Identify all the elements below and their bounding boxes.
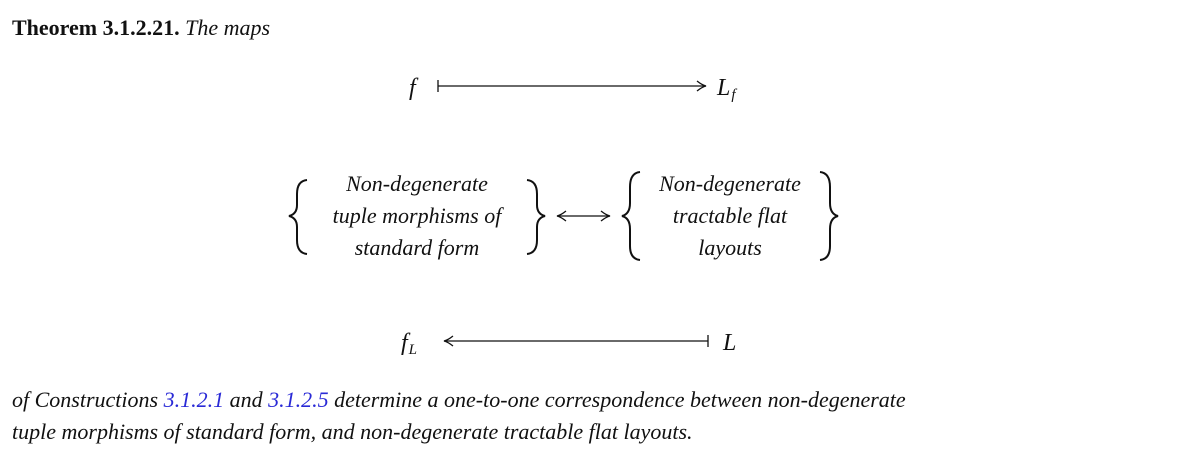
right-set: Non-degenerate tractable flat layouts [640, 168, 820, 264]
statement-line-1: of Constructions 3.1.2.1 and 3.1.2.5 det… [12, 387, 906, 412]
left-set-brace-open [288, 179, 308, 255]
bijection-arrow [556, 210, 611, 222]
top-right-symbol: Lf [717, 76, 736, 107]
left-set-line-2: tuple morphisms of [332, 203, 502, 228]
left-set-line-3: standard form [354, 235, 480, 260]
construction-ref-link-1[interactable]: 3.1.2.1 [163, 387, 225, 412]
left-set: Non-degenerate tuple morphisms of standa… [307, 168, 527, 264]
right-set-brace-open [621, 171, 641, 261]
construction-ref-link-2[interactable]: 3.1.2.5 [268, 387, 329, 412]
subscript-f: f [731, 87, 736, 103]
right-set-brace-close [819, 171, 839, 261]
maps-to-arrow-top [437, 80, 707, 92]
symbol-f: f [409, 75, 416, 101]
maps-from-arrow-bottom [443, 335, 709, 347]
bottom-right-symbol: L [723, 331, 736, 355]
theorem-label: Theorem 3.1.2.21. [12, 15, 180, 40]
theorem-statement: of Constructions 3.1.2.1 and 3.1.2.5 det… [12, 384, 1188, 448]
top-left-symbol: f [409, 76, 416, 100]
theorem-intro: The maps [185, 15, 271, 40]
bottom-left-symbol: fL [401, 331, 417, 362]
symbol-L: L [717, 75, 731, 101]
subscript-L: L [408, 342, 418, 358]
theorem-heading: Theorem 3.1.2.21. The maps [12, 13, 270, 43]
statement-line-2: tuple morphisms of standard form, and no… [12, 419, 693, 444]
right-set-line-2: tractable flat [672, 203, 788, 228]
symbol-L: L [723, 330, 737, 356]
left-set-brace-close [526, 179, 546, 255]
left-set-line-1: Non-degenerate [346, 171, 488, 196]
right-set-line-3: layouts [698, 235, 762, 260]
symbol-f: f [401, 330, 408, 356]
right-set-line-1: Non-degenerate [659, 171, 801, 196]
